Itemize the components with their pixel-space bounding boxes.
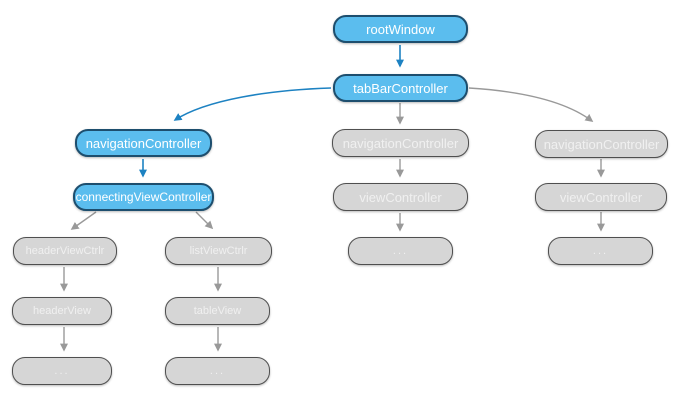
node-navigation-controller-right: navigationController <box>535 130 668 158</box>
edge-tabbarcontroller-to-navigation-left <box>173 87 332 121</box>
node-view-controller-middle: viewController <box>333 183 468 211</box>
edge-tabbarcontroller-to-navigation-right <box>468 87 594 122</box>
node-list-view-ctrlr: listViewCtrlr <box>165 237 272 265</box>
node-ellipsis-middle-branch: ... <box>348 237 453 265</box>
node-header-view: headerView <box>12 297 112 325</box>
node-header-view-ctrlr: headerViewCtrlr <box>13 237 117 265</box>
node-tab-bar-controller: tabBarController <box>333 74 468 102</box>
node-connecting-view-controller: connectingViewController <box>73 183 214 211</box>
node-ellipsis-under-table-view: ... <box>165 357 270 385</box>
node-ellipsis-right-branch: ... <box>548 237 653 265</box>
edge-connecting-to-headerviewctrlr <box>70 211 97 230</box>
node-navigation-controller-middle: navigationController <box>332 129 469 157</box>
node-table-view: tableView <box>165 297 270 325</box>
node-root-window: rootWindow <box>333 15 468 43</box>
node-navigation-controller-left: navigationController <box>75 129 212 157</box>
node-ellipsis-under-header-view: ... <box>12 357 112 385</box>
edge-connecting-to-listviewctrlr <box>195 211 214 230</box>
node-view-controller-right: viewController <box>535 183 667 211</box>
